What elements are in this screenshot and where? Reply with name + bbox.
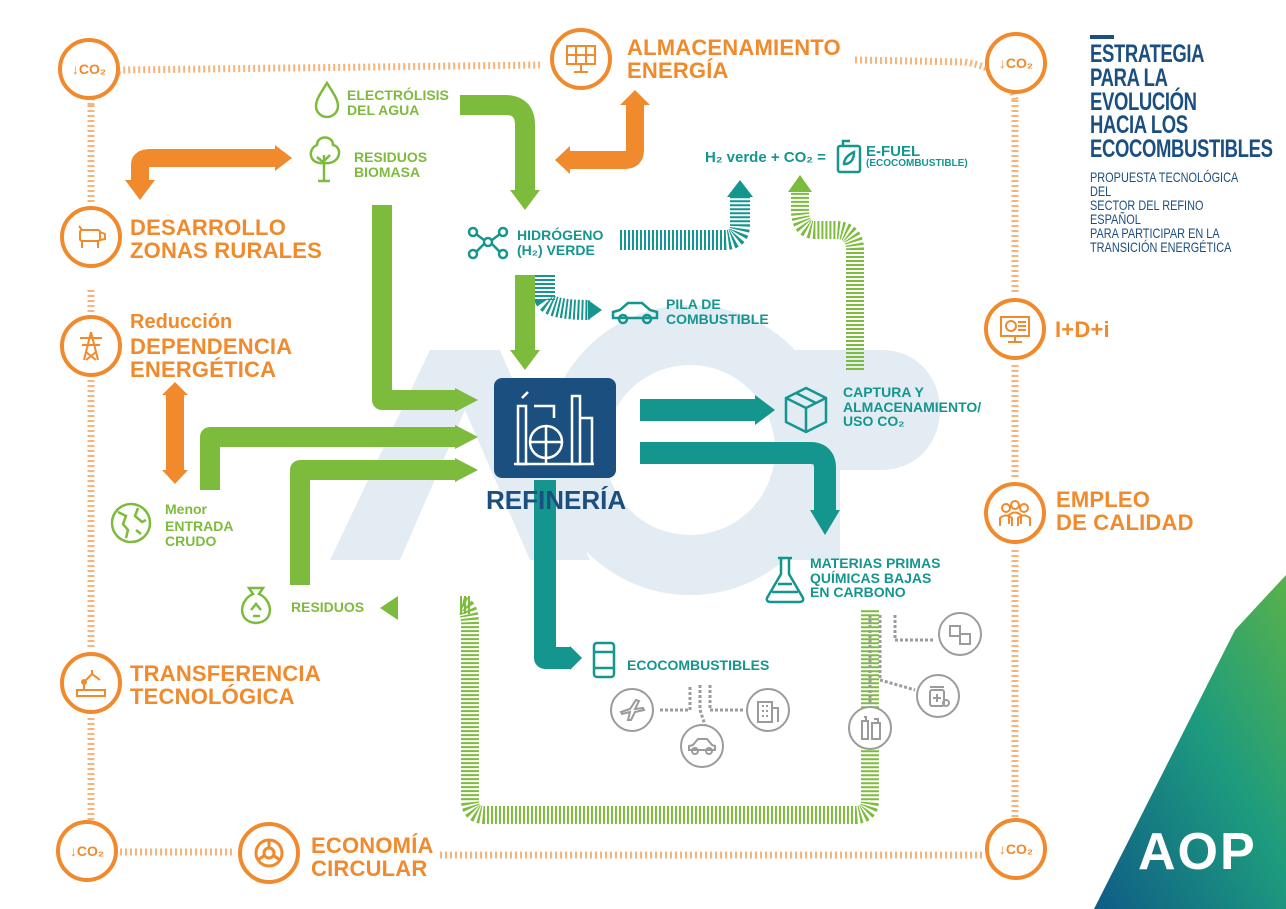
benefit-economia: ECONOMÍA CIRCULAR [311, 833, 434, 882]
input-menor: ENTRADA CRUDO [165, 518, 234, 549]
co2-badge-bottom-left: ↓CO₂ [56, 820, 118, 882]
car-icon [611, 301, 659, 325]
co2-down-icon: ↓CO₂ [998, 841, 1034, 857]
green-arrow-heads [455, 190, 540, 482]
co2-down-icon: ↓CO₂ [69, 843, 105, 859]
research-icon [984, 298, 1046, 360]
circular-economy-icon [238, 822, 300, 884]
input-residuos-biomasa: RESIDUOS BIOMASA [354, 149, 428, 180]
solar-panel-icon [550, 28, 612, 90]
output-ecocombustibles: ECOCOMBUSTIBLES [627, 657, 770, 673]
loop-corners [87, 58, 1019, 106]
output-efuel: E-FUEL [866, 143, 921, 160]
input-electrolisis: ELECTRÓLISIS DEL AGUA [347, 87, 449, 118]
box-icon [784, 386, 828, 434]
fuel-can-icon [836, 139, 862, 174]
output-materias: MATERIAS PRIMAS QUÍMICAS BAJAS EN CARBON… [810, 555, 941, 601]
input-residuos: RESIDUOS [291, 599, 365, 615]
output-formula: H₂ verde + CO₂ = [705, 149, 826, 166]
recycle-bag-icon [240, 586, 272, 625]
co2-down-icon: ↓CO₂ [71, 61, 107, 77]
aop-logo-text: AOP [1138, 823, 1257, 881]
bottles-icon [848, 706, 892, 750]
green-arrows [200, 95, 535, 585]
benefit-empleo: EMPLEO DE CALIDAD [1056, 487, 1194, 536]
globe-icon [110, 502, 152, 544]
molecule-icon [467, 226, 509, 260]
tree-icon [309, 136, 341, 183]
teal-arrows [534, 399, 836, 669]
cow-icon [60, 206, 122, 268]
building-icon [746, 688, 790, 732]
aop-logo: AOP [1138, 822, 1257, 882]
output-pila: PILA DE COMBUSTIBLE [666, 296, 769, 327]
power-tower-icon [60, 315, 122, 377]
co2-down-icon: ↓CO₂ [998, 55, 1034, 71]
page-title: ESTRATEGIA PARA LA EVOLUCIÓN HACIA LOS E… [1090, 40, 1273, 163]
green-dashed-arrows [458, 190, 879, 824]
benefit-reduccion: DEPENDENCIA ENERGÉTICA [130, 334, 293, 383]
co2-badge-top-right: ↓CO₂ [985, 32, 1047, 94]
co2-badge-bottom-right: ↓CO₂ [985, 818, 1047, 880]
water-drop-icon [314, 80, 340, 119]
benefit-desarrollo: DESARROLLO ZONAS RURALES [130, 215, 323, 264]
page-subtitle: PROPUESTA TECNOLÓGICA DEL SECTOR DEL REF… [1090, 169, 1238, 255]
benefit-transferencia: TRANSFERENCIA TECNOLÓGICA [130, 661, 321, 710]
gray-connectors [660, 615, 935, 726]
benefit-almacenamiento: ALMACENAMIENTO ENERGÍA [627, 35, 841, 84]
corner-triangle [1094, 575, 1286, 909]
teal-dashed-arrows [535, 195, 750, 320]
flask-icon [765, 556, 805, 604]
output-efuel-sub: (ECOCOMBUSTIBLE) [866, 158, 968, 169]
benefit-reduccion-small: Reducción [130, 311, 233, 333]
orange-arrows [131, 105, 644, 470]
medicine-icon [916, 674, 960, 718]
title-accent-bar [1090, 35, 1114, 39]
output-hidrogeno: HIDRÓGENO (H₂) VERDE [517, 227, 604, 258]
output-captura: CAPTURA Y ALMACENAMIENTO/ USO CO₂ [843, 384, 982, 430]
barrel-icon [592, 641, 616, 679]
refinery-label: REFINERÍA [486, 485, 627, 515]
refinery-icon [514, 391, 594, 466]
co2-badge-top-left: ↓CO₂ [58, 38, 120, 100]
cubes-icon [938, 612, 982, 656]
robot-arm-icon [60, 652, 122, 714]
workers-icon [984, 482, 1046, 544]
refinery-node [494, 378, 616, 478]
car-small-icon [680, 724, 724, 768]
input-menor-small: Menor [165, 501, 207, 517]
benefit-idi: I+D+i [1055, 317, 1110, 342]
plane-icon [610, 688, 654, 732]
